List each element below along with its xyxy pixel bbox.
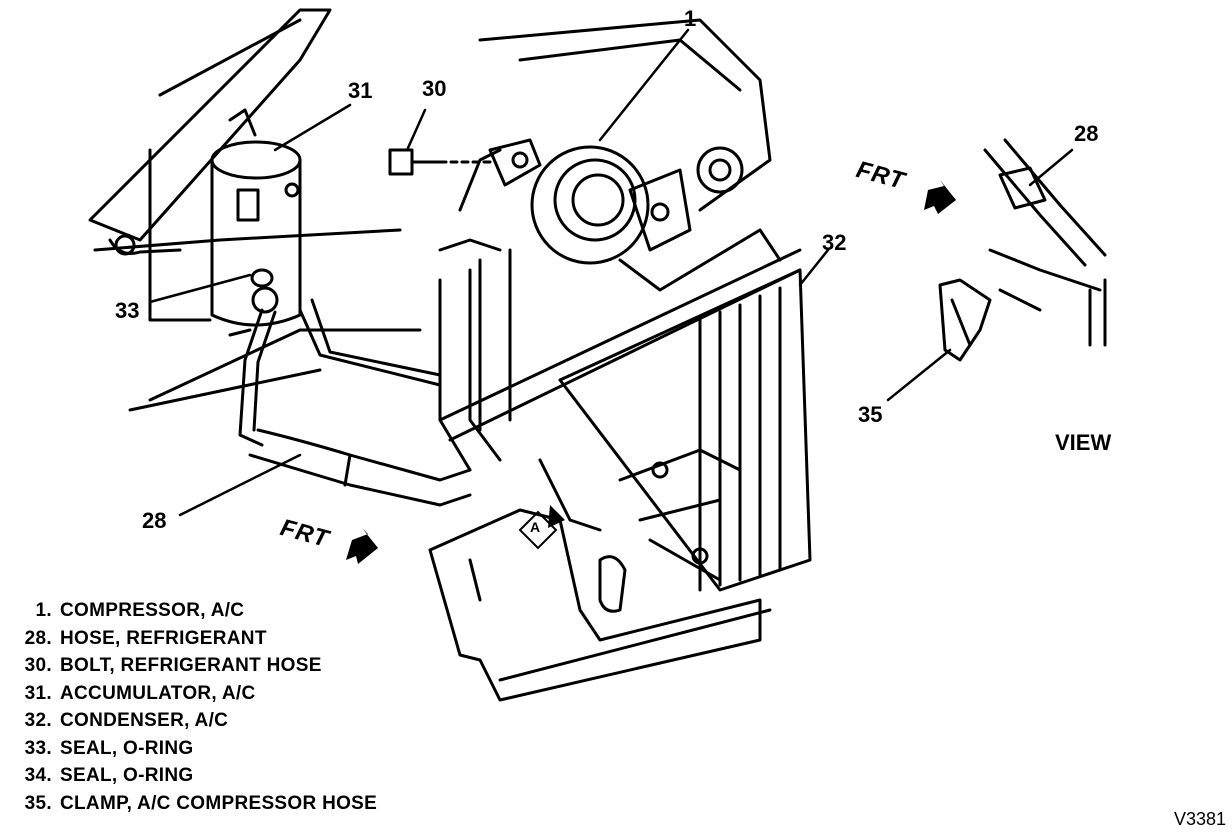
callout-28-detail: 28: [1074, 121, 1099, 146]
frt-arrow-detail: [924, 180, 956, 214]
callout-35: 35: [858, 402, 883, 427]
view-label: VIEW: [1055, 430, 1112, 455]
leader-lines: [148, 28, 1074, 517]
legend: 1.COMPRESSOR, A/C 28.HOSE, REFRIGERANT 3…: [8, 597, 377, 817]
legend-item: 30.BOLT, REFRIGERANT HOSE: [24, 655, 322, 676]
frt-arrow-main: [346, 528, 378, 564]
frame-rail: [88, 8, 422, 412]
o-ring-seal: [238, 268, 277, 447]
callout-1: 1: [684, 6, 697, 31]
legend-item: 34.SEAL, O-RING: [24, 765, 194, 786]
compressor: [478, 18, 782, 292]
hose-bolt: [388, 148, 492, 176]
detail-view: [938, 138, 1107, 362]
legend-item: 35.CLAMP, A/C COMPRESSOR HOSE: [24, 792, 378, 814]
figure-id: V3381: [1173, 809, 1226, 829]
callout-28: 28: [142, 508, 167, 533]
legend-item: 32.CONDENSER, A/C: [24, 710, 229, 731]
condenser: [438, 248, 812, 592]
legend-item: 33.SEAL, O-RING: [24, 737, 194, 759]
view-a-letter: A: [530, 519, 541, 535]
legend-item: 1.COMPRESSOR, A/C: [35, 600, 245, 621]
view-a-marker: [518, 505, 565, 550]
refrigerant-hose: [248, 148, 512, 507]
callout-33: 33: [115, 298, 140, 323]
radiator-support: [428, 448, 772, 702]
callout-31: 31: [348, 78, 373, 103]
legend-item: 31.ACCUMULATOR, A/C: [24, 682, 256, 704]
legend-item: 28.HOSE, REFRIGERANT: [24, 627, 267, 649]
callout-32: 32: [822, 230, 847, 255]
callout-30: 30: [422, 76, 447, 101]
